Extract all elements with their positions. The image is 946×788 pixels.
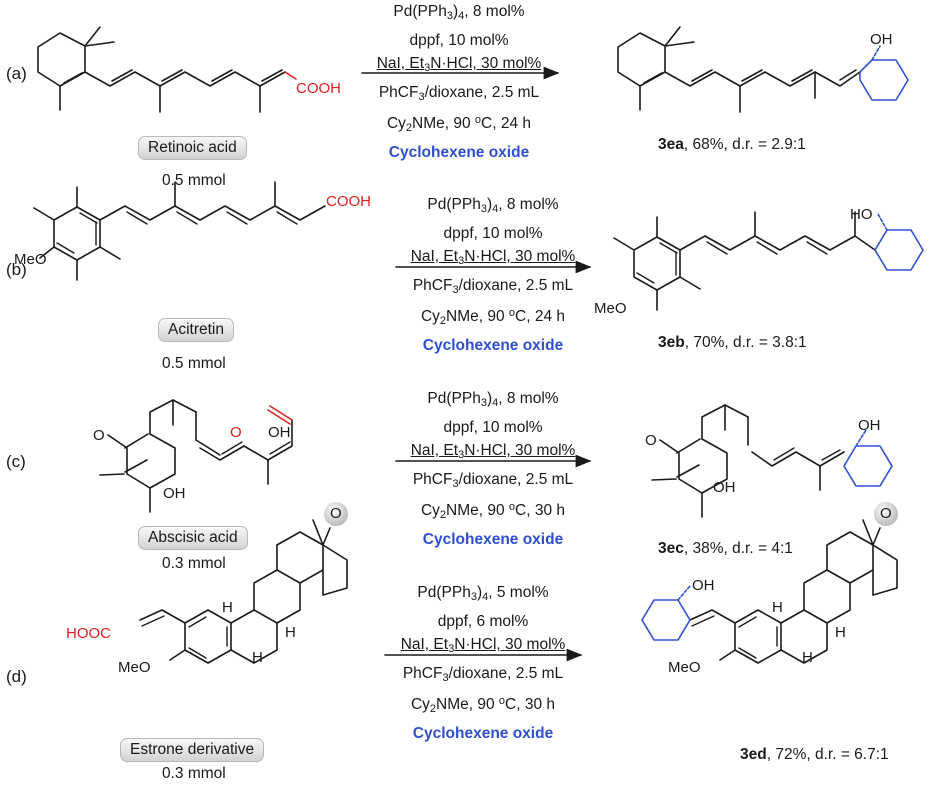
ligand-line: dppf, 6 mol% — [437, 612, 529, 630]
substrate-amount-a: 0.5 mmol — [162, 172, 226, 189]
substrate-amount-d: 0.3 mmol — [162, 765, 226, 782]
base-line: Cy2NMe, 90 oC, 24 h — [420, 307, 566, 327]
cooh-label: COOH — [296, 80, 341, 97]
hooc-label: HOOC — [66, 625, 111, 642]
base-line: Cy2NMe, 90 oC, 24 h — [386, 114, 532, 134]
reaction-arrows — [361, 66, 592, 662]
product-3eb-structure — [613, 211, 924, 311]
ligand-line: dppf, 10 mol% — [409, 31, 509, 49]
base-line: Cy2NMe, 90 oC, 30 h — [410, 695, 556, 715]
row-label-c: (c) — [6, 452, 26, 471]
h-label: H — [222, 599, 233, 616]
reagent-line: Cyclohexene oxide — [412, 724, 554, 742]
abscisic-acid-structure — [99, 399, 293, 513]
catalyst-line: Pd(PPh3)4, 8 mol% — [427, 196, 559, 215]
catalyst-line: Pd(PPh3)4, 8 mol% — [393, 3, 525, 22]
ligand-line: dppf, 10 mol% — [443, 418, 543, 436]
oh-label: OH — [268, 424, 291, 441]
additive-line: NaI, Et3N·HCl, 30 mol% — [400, 636, 566, 655]
oh-label: OH — [163, 485, 186, 502]
conditions-a: Pd(PPh3)4, 8 mol% dppf, 10 mol% NaI, Et3… — [344, 0, 574, 164]
solvent-line: PhCF3/dioxane, 2.5 mL — [402, 664, 564, 684]
oh-label: OH — [713, 479, 736, 496]
o-label: O — [645, 432, 657, 449]
conditions-c: Pd(PPh3)4, 8 mol% dppf, 10 mol% NaI, Et3… — [378, 387, 608, 551]
product-3ed-structure — [641, 519, 898, 664]
h-label: H — [252, 649, 263, 666]
estrone-derivative-structure — [139, 519, 348, 664]
substrate-name-a: Retinoic acid — [138, 136, 247, 160]
solvent-line: PhCF3/dioxane, 2.5 mL — [378, 83, 540, 103]
o-label: O — [230, 424, 242, 441]
row-label-b: (b) — [6, 260, 27, 279]
product-result-c: 3ec, 38%, d.r. = 4:1 — [658, 540, 793, 557]
meo-label: MeO — [668, 659, 701, 676]
meo-label: MeO — [118, 659, 151, 676]
additive-line: NaI, Et3N·HCl, 30 mol% — [410, 442, 576, 461]
conditions-d: Pd(PPh3)4, 5 mol% dppf, 6 mol% NaI, Et3N… — [368, 581, 598, 745]
row-label-a: (a) — [6, 64, 27, 83]
product-result-a: 3ea, 68%, d.r. = 2.9:1 — [658, 136, 806, 153]
catalyst-line: Pd(PPh3)4, 8 mol% — [427, 390, 559, 409]
meo-label: MeO — [14, 251, 47, 268]
catalyst-line: Pd(PPh3)4, 5 mol% — [417, 584, 549, 603]
solvent-line: PhCF3/dioxane, 2.5 mL — [412, 276, 574, 296]
h-label: H — [772, 599, 783, 616]
o-label: O — [93, 427, 105, 444]
product-3ec-structure — [651, 404, 893, 518]
base-line: Cy2NMe, 90 oC, 30 h — [420, 501, 566, 521]
oh-label: OH — [692, 577, 715, 594]
additive-line: NaI, Et3N·HCl, 30 mol% — [376, 55, 542, 74]
o-label: O — [330, 505, 342, 522]
oh-label: OH — [870, 31, 893, 48]
solvent-line: PhCF3/dioxane, 2.5 mL — [412, 470, 574, 490]
additive-line: NaI, Et3N·HCl, 30 mol% — [410, 248, 576, 267]
row-label-d: (d) — [6, 667, 27, 686]
h-label: H — [802, 649, 813, 666]
ketone-highlight — [874, 502, 898, 526]
product-3ea-structure — [617, 26, 909, 113]
meo-label: MeO — [594, 300, 627, 317]
oh-label: OH — [858, 417, 881, 434]
substrate-amount-b: 0.5 mmol — [162, 355, 226, 372]
cooh-label: COOH — [326, 193, 371, 210]
product-result-b: 3eb, 70%, d.r. = 3.8:1 — [658, 334, 807, 351]
conditions-b: Pd(PPh3)4, 8 mol% dppf, 10 mol% NaI, Et3… — [378, 193, 608, 357]
ho-label: HO — [850, 206, 873, 223]
substrate-name-b: Acitretin — [158, 318, 234, 342]
retinoic-acid-structure — [37, 26, 297, 113]
acitretin-structure — [33, 181, 326, 281]
ketone-highlight — [324, 502, 348, 526]
product-result-d: 3ed, 72%, d.r. = 6.7:1 — [740, 746, 889, 763]
h-label: H — [285, 624, 296, 641]
reagent-line: Cyclohexene oxide — [422, 530, 564, 548]
substrate-name-d: Estrone derivative — [120, 738, 265, 762]
reagent-line: Cyclohexene oxide — [422, 336, 564, 354]
reagent-line: Cyclohexene oxide — [388, 143, 530, 161]
ligand-line: dppf, 10 mol% — [443, 224, 543, 242]
h-label: H — [835, 624, 846, 641]
o-label: O — [880, 505, 892, 522]
substrate-amount-c: 0.3 mmol — [162, 555, 226, 572]
substrate-name-c: Abscisic acid — [138, 526, 248, 550]
